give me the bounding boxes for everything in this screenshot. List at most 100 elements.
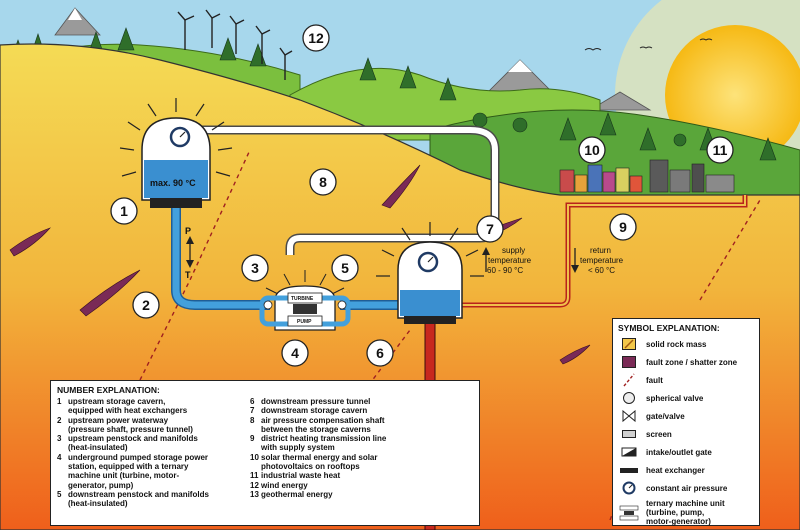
spherical-valve-icon — [618, 391, 640, 405]
upstream-storage-cavern — [119, 98, 233, 208]
gate-valve-icon — [618, 409, 640, 423]
symbol-list: solid rock mass fault zone / shatter zone… — [618, 337, 754, 526]
number-explanation-item: 7 downstream storage cavern — [250, 406, 435, 415]
supply-arrow — [482, 247, 490, 272]
fault-icon — [618, 373, 640, 387]
item-text: district heating transmission line with … — [261, 434, 387, 453]
item-text: industrial waste heat — [261, 471, 341, 481]
callout-number-9: 9 — [619, 219, 627, 235]
heat-exchanger-icon — [618, 463, 640, 477]
pump-label: PUMP — [297, 319, 312, 325]
callout-circle-2 — [132, 291, 160, 319]
number-explanation-column: 1 upstream storage cavern, equipped with … — [57, 397, 242, 509]
constant-air-pressure-icon — [618, 481, 640, 495]
symbol-label: gate/valve — [646, 411, 685, 421]
item-text: downstream storage cavern — [261, 406, 368, 416]
item-text: solar thermal energy and solar photovolt… — [261, 452, 378, 472]
callout-number-6: 6 — [376, 345, 384, 361]
item-number: 13 — [250, 489, 259, 499]
number-explanation-column: 6 downstream pressure tunnel 7 downstream s… — [250, 397, 435, 509]
callout-circle-1 — [110, 197, 138, 225]
return-line-2: temperature — [580, 256, 624, 265]
callout-number-3: 3 — [251, 260, 259, 276]
return-line-3: < 60 °C — [588, 266, 615, 275]
solid-rock-mass-icon — [618, 337, 640, 351]
symbol-explanation-title: SYMBOL EXPLANATION: — [618, 323, 720, 333]
item-text: downstream pressure tunnel — [261, 397, 371, 406]
number-explanation-item: 6 downstream pressure tunnel — [250, 397, 435, 406]
symbol-label: constant air pressure — [646, 483, 728, 493]
supply-temperature-label: supply temperature 60 - 90 °C — [487, 246, 533, 275]
callout-number-12: 12 — [308, 30, 324, 46]
callout-circle-10 — [578, 136, 606, 164]
symbol-explanation-item: solid rock mass — [618, 337, 754, 351]
symbol-explanation-item: intake/outlet gate — [618, 445, 754, 459]
callout-number-5: 5 — [341, 260, 349, 276]
symbol-explanation-item: screen — [618, 427, 754, 441]
return-line-1: return — [590, 246, 611, 255]
fault-zone-icon — [618, 355, 640, 369]
callout-number-7: 7 — [486, 221, 494, 237]
symbol-label: ternary machine unit (turbine, pump, mot… — [646, 499, 725, 526]
callout-number-10: 10 — [584, 142, 600, 158]
temperature-label: T — [185, 270, 191, 280]
symbol-explanation-item: fault — [618, 373, 754, 387]
item-text: upstream power waterway (pressure shaft,… — [68, 415, 193, 434]
symbol-explanation-item: gate/valve — [618, 409, 754, 423]
item-number: 10 — [250, 452, 259, 462]
symbol-explanation-item: ternary machine unit (turbine, pump, mot… — [618, 499, 754, 526]
pumped-storage-power-station: TURBINE PUMP — [259, 270, 351, 331]
callout-circle-9 — [609, 213, 637, 241]
item-text: upstream penstock and manifolds (heat-in… — [68, 434, 198, 453]
turbine-label: TURBINE — [291, 296, 314, 302]
item-text: air pressure compensation shaft between … — [261, 415, 385, 434]
number-explanation-item: 1 upstream storage cavern, equipped with … — [57, 397, 242, 416]
item-text: wind energy — [261, 480, 308, 490]
upstream-temp-label: max. 90 °C — [150, 178, 196, 188]
item-number: 9 — [250, 434, 255, 444]
symbol-explanation-item: spherical valve — [618, 391, 754, 405]
item-number: 3 — [57, 434, 62, 444]
callout-number-1: 1 — [120, 203, 128, 219]
city-with-rooftop-solar — [559, 164, 643, 193]
item-number: 6 — [250, 397, 255, 406]
callout-circle-12 — [302, 24, 330, 52]
spherical-valve-right — [337, 300, 347, 310]
return-arrow — [571, 248, 579, 273]
symbol-label: intake/outlet gate — [646, 447, 712, 457]
supply-line-1: supply — [502, 246, 525, 255]
symbol-explanation-item: heat exchanger — [618, 463, 754, 477]
symbol-label: heat exchanger — [646, 465, 705, 475]
pressure-label: P — [185, 226, 191, 236]
number-explanation-item: 3 upstream penstock and manifolds (heat-i… — [57, 434, 242, 453]
item-number: 7 — [250, 406, 255, 416]
item-number: 1 — [57, 397, 62, 406]
number-explanation-item: 4 underground pumped storage power statio… — [57, 453, 242, 490]
birds — [584, 38, 713, 51]
symbol-explanation-panel: SYMBOL EXPLANATION: solid rock mass fault… — [612, 318, 760, 526]
symbol-explanation-item: constant air pressure — [618, 481, 754, 495]
symbol-label: fault — [646, 375, 663, 385]
item-number: 4 — [57, 452, 62, 462]
downstream-storage-cavern — [376, 222, 484, 324]
pressure-temperature-arrow — [186, 236, 194, 268]
symbol-label: spherical valve — [646, 393, 704, 403]
callout-number-4: 4 — [291, 345, 299, 361]
callout-circle-6 — [366, 339, 394, 367]
callout-circle-11 — [706, 136, 734, 164]
item-number: 2 — [57, 415, 62, 425]
item-text: upstream storage cavern, equipped with h… — [68, 397, 188, 416]
item-text: underground pumped storage power station… — [68, 452, 209, 490]
callout-circle-3 — [241, 254, 269, 282]
symbol-label: fault zone / shatter zone — [646, 357, 738, 367]
supply-line-3: 60 - 90 °C — [487, 266, 523, 275]
item-text: geothermal energy — [261, 489, 333, 499]
